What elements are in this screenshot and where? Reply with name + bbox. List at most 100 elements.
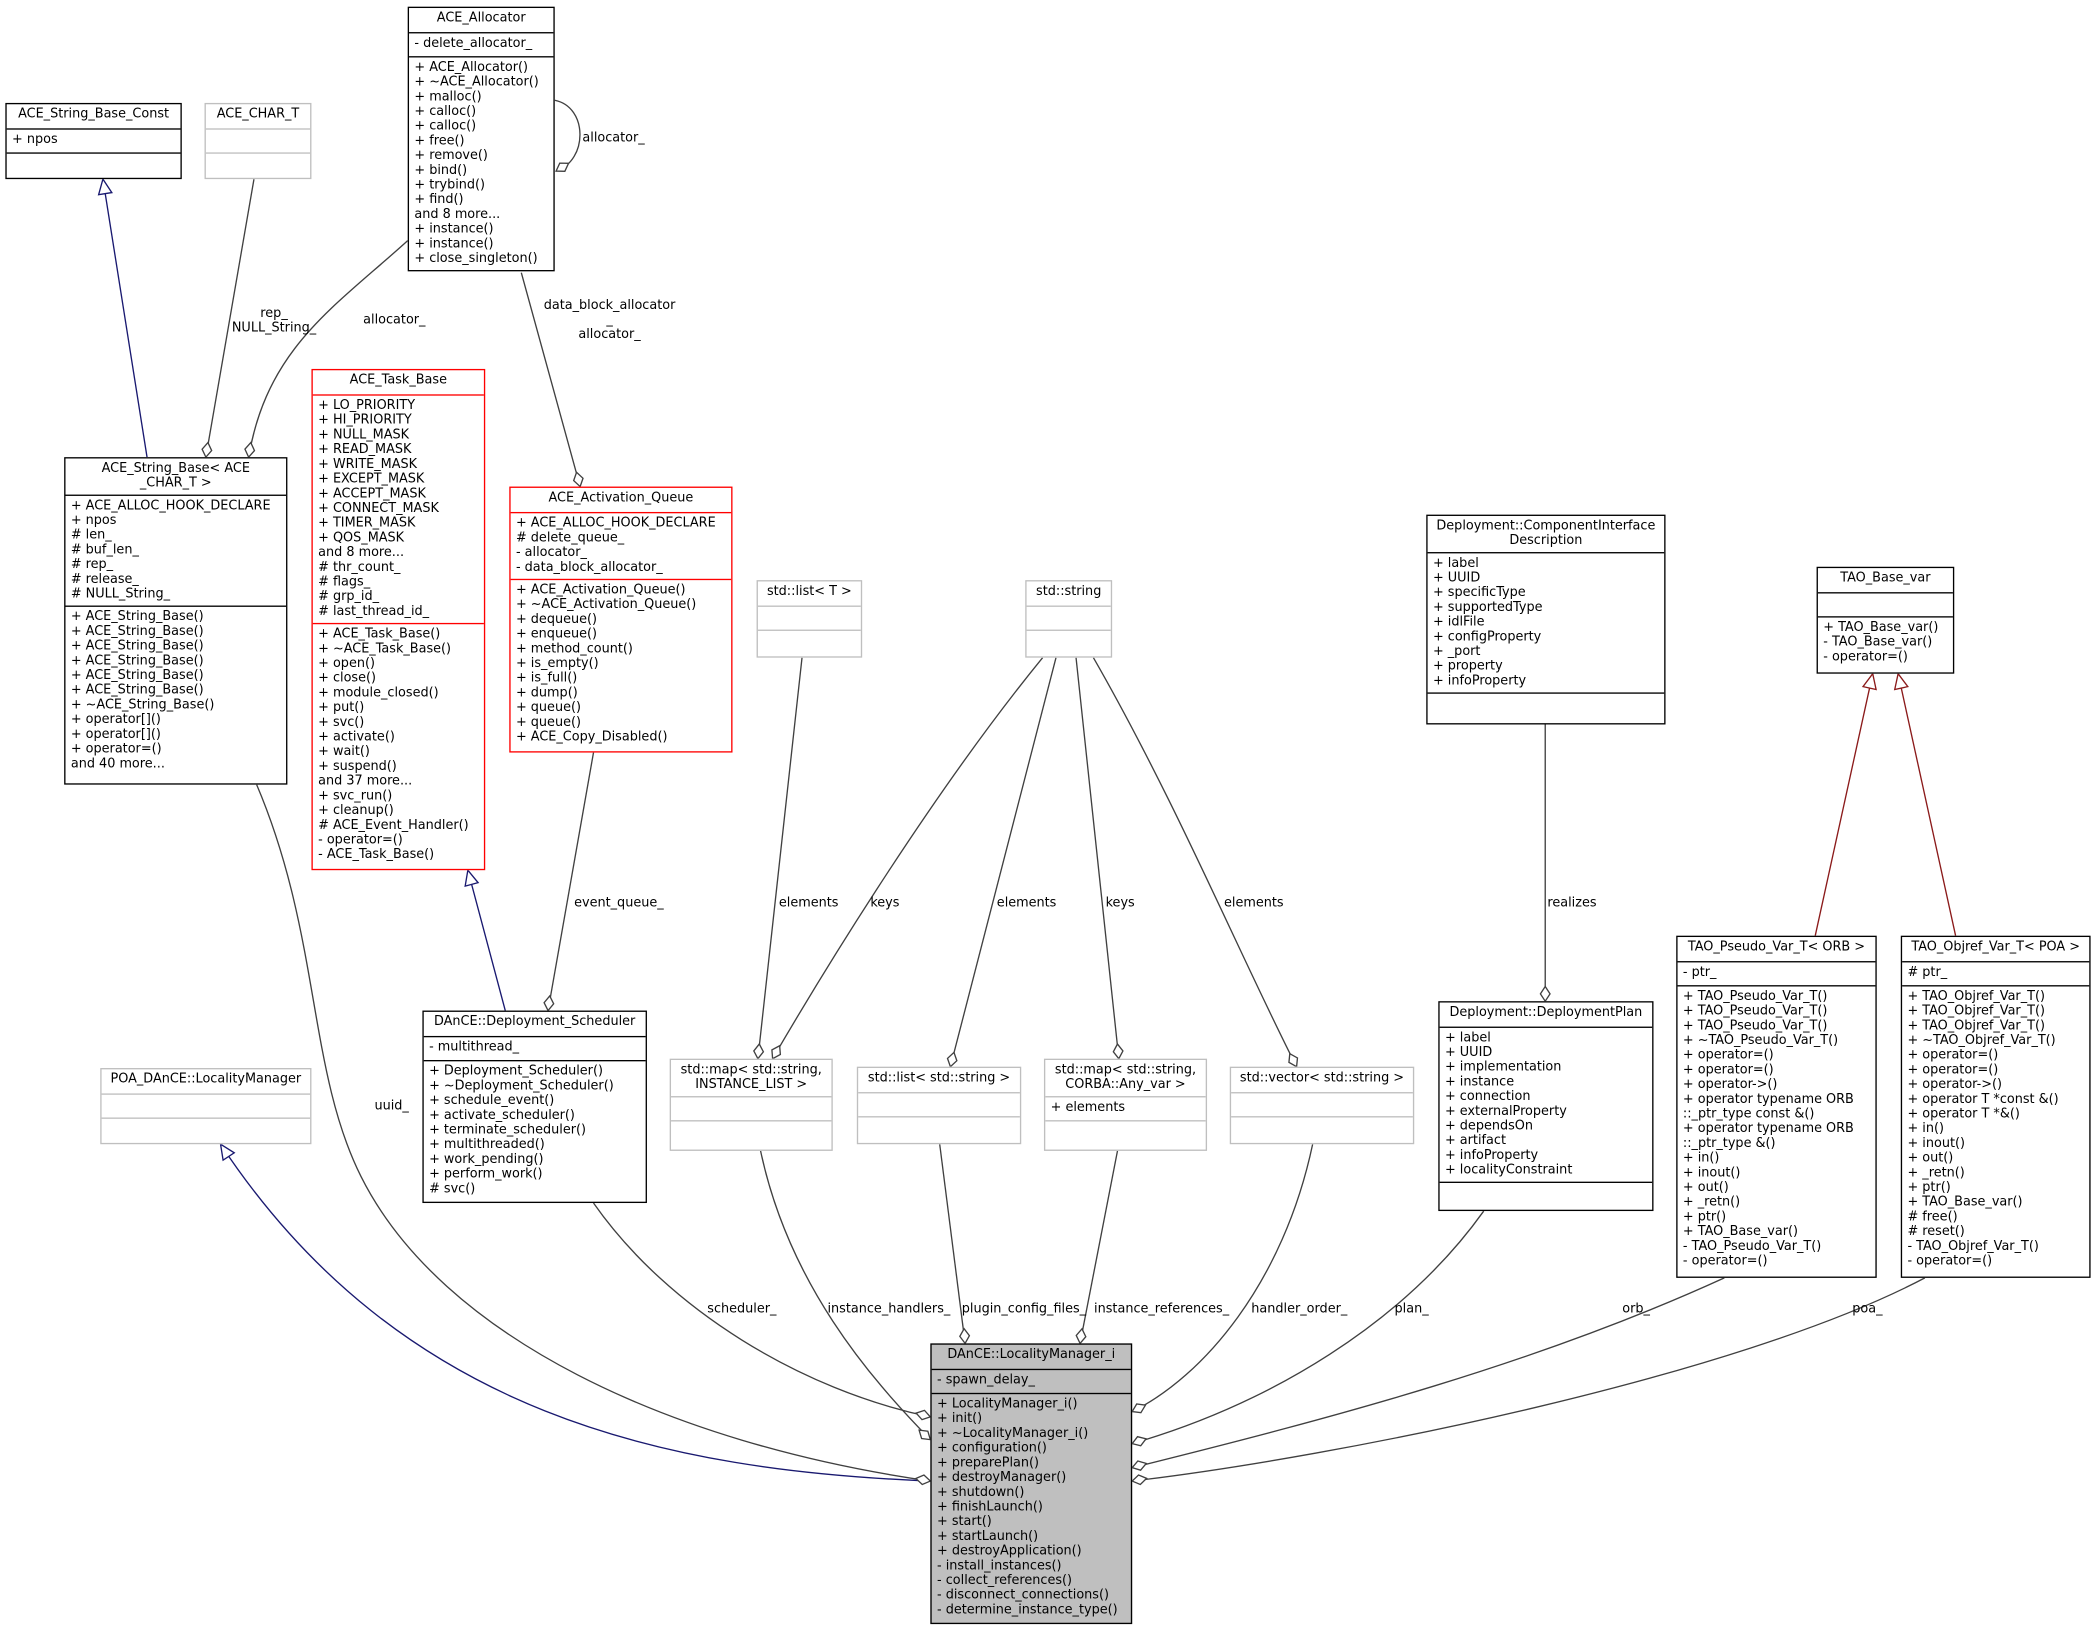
edge-label-line: poa_	[1852, 1301, 1883, 1317]
class-ace-string-base[interactable]: ACE_String_Base< ACE_CHAR_T >+ ACE_ALLOC…	[64, 457, 288, 785]
class-methods-line: + ACE_String_Base()	[70, 624, 204, 639]
class-methods-line: + inout()	[1682, 1165, 1741, 1181]
class-locality-manager-i[interactable]: DAnCE::LocalityManager_i- spawn_delay_+ …	[930, 1343, 1133, 1625]
class-deployment-plan[interactable]: Deployment::DeploymentPlan+ label+ UUID+…	[1438, 1001, 1654, 1212]
class-methods-line: + out()	[1907, 1150, 1954, 1166]
class-methods-line: + ~LocalityManager_i()	[937, 1426, 1089, 1441]
class-attributes: + label+ UUID+ implementation+ instance+…	[1439, 1026, 1653, 1182]
edge-instance-references	[1079, 1150, 1119, 1344]
class-attributes-line: + property	[1432, 658, 1503, 674]
class-std-vector-string[interactable]: std::vector< std::string >	[1229, 1066, 1415, 1145]
edge-realizes-diamond	[1539, 985, 1551, 1003]
edge-label-line: instance_handlers_	[827, 1301, 951, 1317]
class-deployment-scheduler[interactable]: DAnCE::Deployment_Scheduler- multithread…	[422, 1010, 647, 1204]
class-methods-line: + TAO_Objref_Var_T()	[1907, 1003, 2045, 1019]
class-methods-line: + preparePlan()	[937, 1455, 1040, 1471]
class-ace-task-base[interactable]: ACE_Task_Base+ LO_PRIORITY+ HI_PRIORITY+…	[311, 368, 486, 871]
edge-label-allocator-sb: allocator_	[363, 313, 425, 328]
edge-label-line: realizes	[1547, 895, 1597, 911]
class-title-line: std::list< std::string >	[867, 1070, 1011, 1086]
class-attributes-line: + ACE_ALLOC_HOOK_DECLARE	[70, 498, 271, 514]
class-methods	[1439, 1181, 1653, 1210]
class-std-map-instance-list[interactable]: std::map< std::string,INSTANCE_LIST >	[669, 1058, 833, 1151]
class-title-line: TAO_Objref_Var_T< POA >	[1911, 939, 2081, 955]
class-title: ACE_Activation_Queue	[511, 488, 732, 512]
class-attributes-line: + ACCEPT_MASK	[318, 486, 426, 502]
edge-elements-list	[757, 657, 803, 1059]
class-methods-line: + ~TAO_Objref_Var_T()	[1907, 1033, 2056, 1048]
class-methods-line: + startLaunch()	[937, 1529, 1039, 1544]
edge-handler-order	[1131, 1144, 1314, 1413]
class-methods: + TAO_Pseudo_Var_T()+ TAO_Pseudo_Var_T()…	[1677, 985, 1876, 1276]
class-methods-line: - operator=()	[1823, 649, 1908, 665]
edge-label-data-block-allocator: data_block_allocator_allocator_	[544, 298, 676, 342]
edge-label-line: elements	[778, 895, 839, 911]
class-methods-line: ::_ptr_type const &()	[1682, 1106, 1815, 1122]
class-attributes: - delete_allocator_	[409, 32, 554, 56]
class-methods-line: + ACE_Activation_Queue()	[515, 582, 686, 598]
class-methods	[757, 629, 861, 657]
class-attributes-line: + CONNECT_MASK	[318, 501, 439, 516]
edge-label-line: allocator_	[363, 312, 426, 328]
edge-label-uuid: uuid_	[374, 1099, 408, 1114]
class-methods	[205, 152, 311, 177]
class-ace-string-base-const[interactable]: ACE_String_Base_Const+ npos	[5, 102, 182, 180]
class-attributes-line: - spawn_delay_	[937, 1372, 1035, 1388]
edge-label-rep-null: rep_NULL_String_	[232, 306, 316, 335]
class-std-list-string[interactable]: std::list< std::string >	[856, 1066, 1022, 1145]
class-attributes: + npos	[6, 128, 181, 152]
class-methods-line: - collect_references()	[937, 1573, 1073, 1588]
class-methods-line: + multithreaded()	[429, 1137, 545, 1153]
edge-label-line: rep_	[260, 306, 288, 321]
edge-label-line: keys	[870, 895, 900, 911]
class-methods	[101, 1117, 311, 1142]
class-methods-line: + operator[]()	[70, 712, 161, 728]
class-methods-line: + ACE_String_Base()	[70, 638, 204, 654]
edge-elements-list-string-diamond	[946, 1051, 958, 1068]
edge-label-line: _	[606, 312, 613, 328]
class-methods-line: + start()	[937, 1514, 992, 1530]
edge-uuid	[256, 784, 931, 1482]
edge-scheduler-diamond	[914, 1409, 932, 1421]
edge-allocator-self-diamond	[555, 162, 570, 172]
edge-elements-list-string	[949, 657, 1057, 1067]
class-std-map-any-var[interactable]: std::map< std::string,CORBA::Any_var >+ …	[1043, 1058, 1208, 1151]
class-title-line: INSTANCE_LIST >	[695, 1077, 808, 1093]
edge-handler-order-diamond	[1131, 1403, 1147, 1414]
class-ace-activation-queue[interactable]: ACE_Activation_Queue+ ACE_ALLOC_HOOK_DEC…	[509, 486, 733, 753]
edge-label-keys-map2: keys	[1106, 896, 1135, 911]
class-std-list-t[interactable]: std::list< T >	[756, 580, 863, 658]
class-tao-base-var[interactable]: TAO_Base_var+ TAO_Base_var()- TAO_Base_v…	[1816, 566, 1955, 674]
class-methods-line: + free()	[414, 133, 465, 149]
class-tao-objref-var[interactable]: TAO_Objref_Var_T< POA ># ptr_+ TAO_Objre…	[1900, 935, 2091, 1278]
class-attributes-line: + _port	[1432, 644, 1481, 659]
class-attributes-line: + localityConstraint	[1444, 1162, 1573, 1178]
edge-label-handler-order: handler_order_	[1251, 1302, 1347, 1317]
class-methods-line: + queue()	[515, 715, 581, 730]
class-methods-line: - TAO_Objref_Var_T()	[1907, 1239, 2039, 1254]
class-attributes-line: + TIMER_MASK	[318, 515, 416, 531]
class-std-string[interactable]: std::string	[1025, 580, 1113, 658]
class-methods-line: + calloc()	[414, 118, 477, 134]
class-poa-locality-manager[interactable]: POA_DAnCE::LocalityManager	[100, 1068, 312, 1145]
class-attributes-line: + infoProperty	[1444, 1148, 1539, 1163]
class-ace-char-t[interactable]: ACE_CHAR_T	[204, 102, 312, 180]
class-methods-line: + terminate_scheduler()	[429, 1122, 586, 1138]
class-title: std::vector< std::string >	[1231, 1068, 1413, 1092]
edge-label-line: plugin_config_files_	[961, 1301, 1087, 1317]
edge-poa-diamond	[1130, 1474, 1148, 1486]
class-title-line: ACE_Allocator	[436, 10, 526, 26]
class-methods-line: + Deployment_Scheduler()	[429, 1064, 603, 1079]
edge-string-base-const	[102, 179, 148, 458]
edge-objref-var-base-arrow	[1893, 672, 1909, 691]
class-methods-line: and 37 more...	[318, 773, 413, 789]
class-methods-line: + activate_scheduler()	[429, 1108, 575, 1123]
class-ace-allocator[interactable]: ACE_Allocator- delete_allocator_+ ACE_Al…	[407, 6, 555, 272]
edge-label-line: keys	[1105, 895, 1135, 911]
class-tao-pseudo-var[interactable]: TAO_Pseudo_Var_T< ORB >- ptr_+ TAO_Pseud…	[1676, 935, 1877, 1278]
class-title: TAO_Base_var	[1818, 568, 1953, 592]
class-attributes-line: - ptr_	[1682, 965, 1717, 980]
edge-instance-references-diamond	[1075, 1327, 1087, 1345]
